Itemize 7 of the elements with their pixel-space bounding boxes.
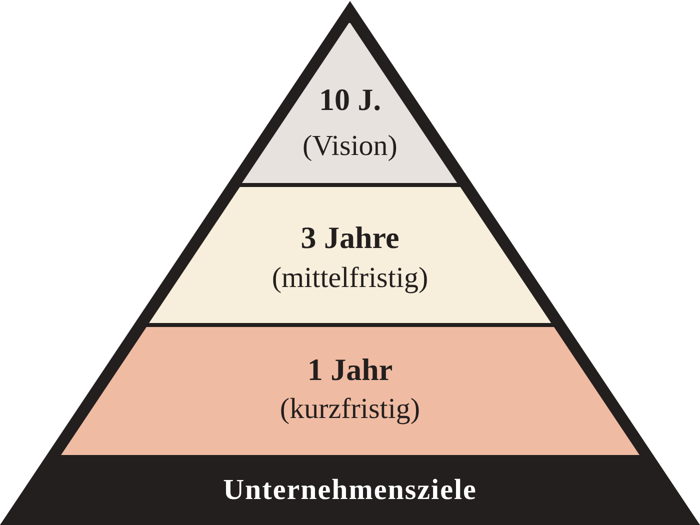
level-subtitle: (Vision) — [302, 130, 398, 163]
level-heading: 1 Jahr — [306, 352, 394, 388]
level-subtitle: (mittelfristig) — [270, 262, 430, 295]
level-heading: 3 Jahre — [300, 220, 400, 256]
level-subtitle: (kurzfristig) — [278, 393, 422, 426]
level-heading: 10 J. — [318, 82, 382, 118]
level-heading: Unternehmensziele — [222, 474, 478, 507]
